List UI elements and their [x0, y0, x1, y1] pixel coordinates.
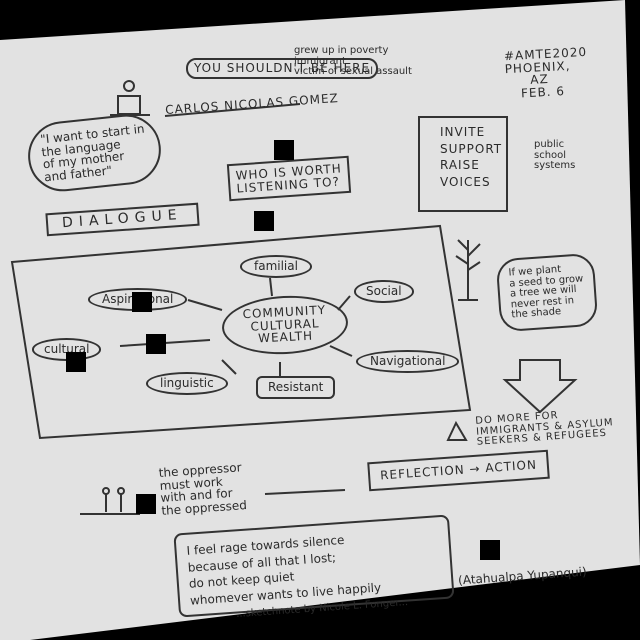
redaction-block: [136, 494, 156, 514]
invite-word: SUPPORT: [440, 141, 503, 156]
node-navigational: Navigational: [356, 350, 460, 373]
banner-right: grew up in poverty immigrant victim of s…: [294, 45, 412, 78]
note-line: public: [534, 139, 565, 150]
redaction-block: [146, 334, 166, 354]
invite-box: INVITE SUPPORT RAISE VOICES: [418, 116, 508, 212]
banner-line: immigrant: [294, 55, 346, 67]
event-info: #AMTE2020 PHOENIX, AZ FEB. 6: [504, 45, 590, 101]
tree-quote-bubble: If we plant a seed to grow a tree we wil…: [495, 252, 599, 332]
invite-word: RAISE: [440, 158, 480, 173]
node-social: Social: [354, 280, 414, 303]
banner-line: grew up in poverty: [294, 45, 389, 56]
invite-word: INVITE: [440, 125, 486, 139]
node-resistant: Resistant: [256, 376, 336, 399]
redaction-block: [66, 352, 86, 372]
node-familial: familial: [240, 255, 312, 278]
redaction-block: [480, 540, 500, 560]
redaction-block: [254, 211, 274, 231]
redaction-block: [132, 292, 152, 312]
redaction-block: [274, 140, 294, 160]
invite-word: VOICES: [440, 174, 491, 189]
banner-you-shouldnt: YOU SHOULDN'T BE HERE: [186, 58, 379, 79]
public-school-note: public school systems: [534, 139, 576, 172]
note-line: systems: [534, 160, 576, 171]
oppressor-quote: the oppressor must work with and for the…: [158, 460, 247, 517]
banner-line: victim of sexual assault: [294, 66, 412, 77]
node-linguistic: linguistic: [146, 372, 228, 395]
note-line: school: [534, 149, 567, 161]
tree-quote-line: the shade: [511, 306, 562, 321]
